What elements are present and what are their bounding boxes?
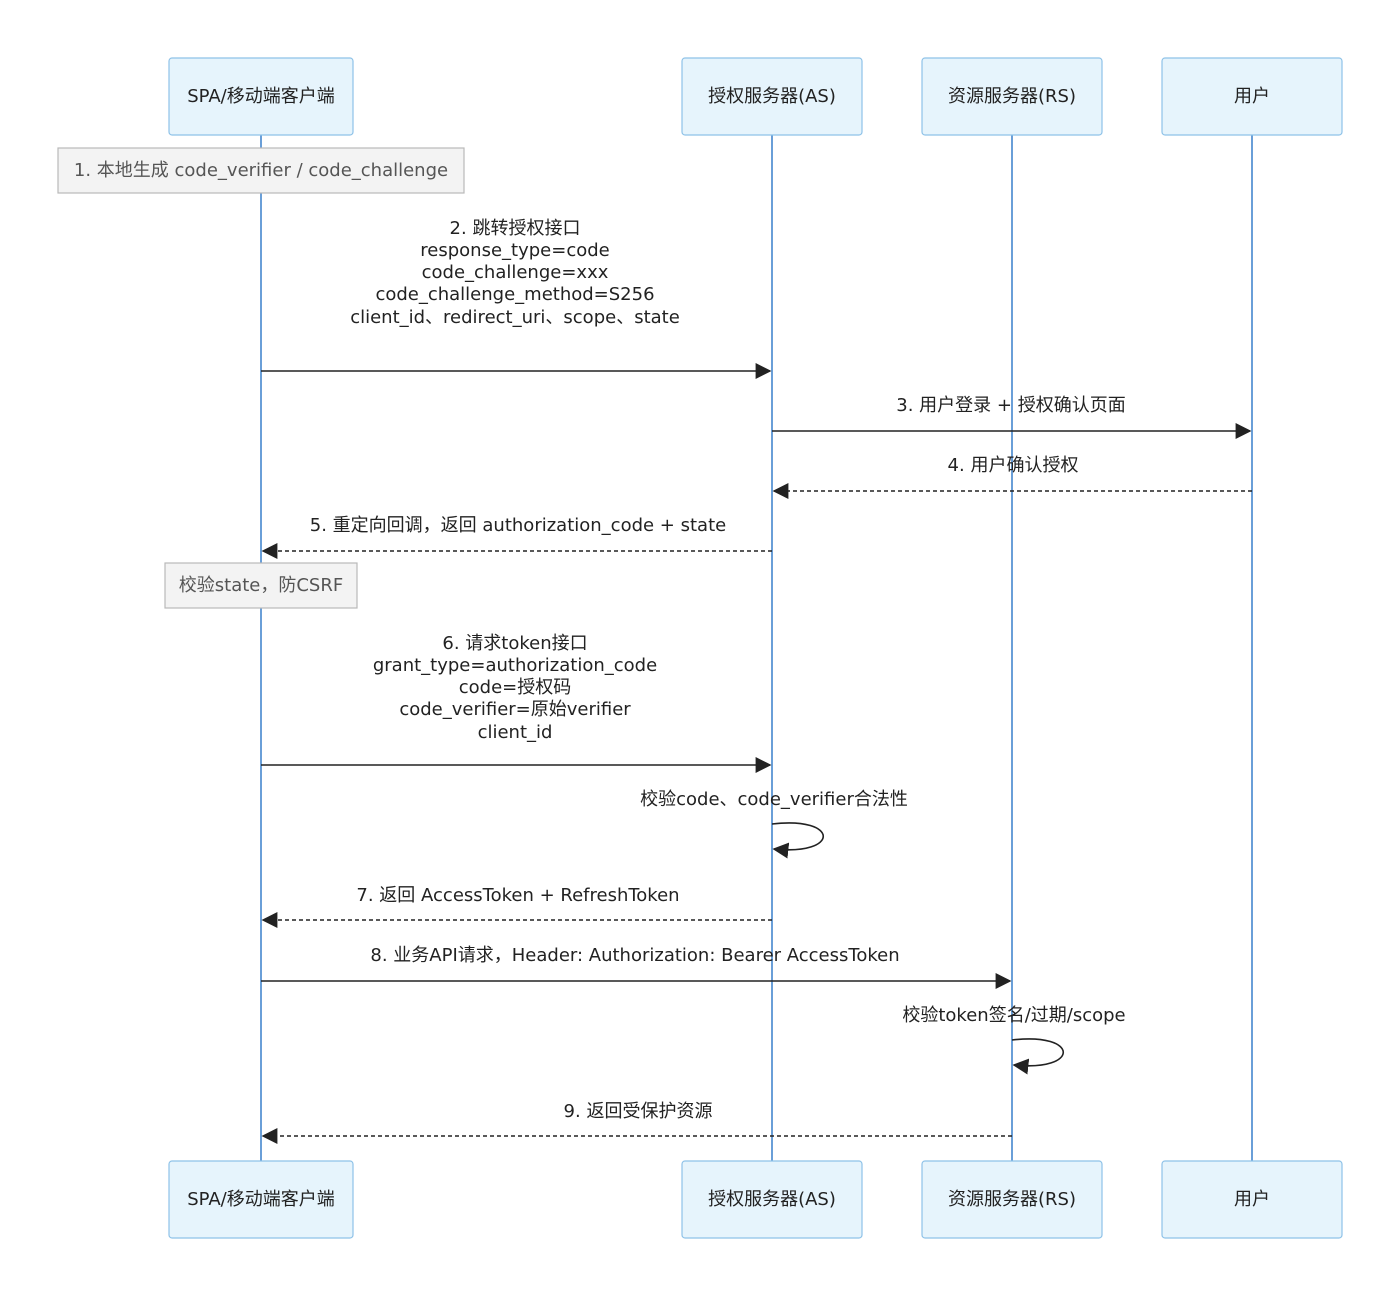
actor-client-bottom: SPA/移动端客户端 [168, 1160, 354, 1239]
svg-text:SPA/移动端客户端: SPA/移动端客户端 [187, 86, 335, 107]
svg-text:用户: 用户 [1234, 1189, 1270, 1210]
svg-text:校验state，防CSRF: 校验state，防CSRF [179, 575, 343, 596]
svg-text:5. 重定向回调，返回 authorization_code: 5. 重定向回调，返回 authorization_code + state [310, 515, 726, 536]
message-2-authorize-request: 2. 跳转授权接口 response_type=code code_challe… [261, 218, 772, 379]
actor-rs-top: 资源服务器(RS) [921, 57, 1103, 136]
svg-text:7. 返回 AccessToken + RefreshTok: 7. 返回 AccessToken + RefreshToken [356, 885, 679, 906]
note-generate-verifier: 1. 本地生成 code_verifier / code_challenge [57, 147, 465, 194]
svg-text:2. 跳转授权接口: 2. 跳转授权接口 [450, 218, 581, 239]
svg-text:3. 用户登录 + 授权确认页面: 3. 用户登录 + 授权确认页面 [896, 395, 1125, 416]
self-message-verify-token: 校验token签名/过期/scope [902, 1005, 1126, 1075]
self-message-verify-code: 校验code、code_verifier合法性 [640, 789, 908, 859]
svg-text:9. 返回受保护资源: 9. 返回受保护资源 [564, 1101, 713, 1122]
svg-text:code_challenge=xxx: code_challenge=xxx [422, 262, 609, 283]
svg-text:code=授权码: code=授权码 [459, 677, 572, 698]
svg-text:授权服务器(AS): 授权服务器(AS) [708, 1189, 836, 1210]
actor-as-bottom: 授权服务器(AS) [681, 1160, 863, 1239]
actor-user-top: 用户 [1161, 57, 1343, 136]
svg-text:grant_type=authorization_code: grant_type=authorization_code [373, 655, 657, 676]
message-6-token-request: 6. 请求token接口 grant_type=authorization_co… [261, 633, 772, 773]
actor-client-top: SPA/移动端客户端 [168, 57, 354, 136]
svg-text:6. 请求token接口: 6. 请求token接口 [442, 633, 587, 654]
actor-user-bottom: 用户 [1161, 1160, 1343, 1239]
svg-text:code_verifier=原始verifier: code_verifier=原始verifier [399, 699, 631, 720]
svg-text:SPA/移动端客户端: SPA/移动端客户端 [187, 1189, 335, 1210]
svg-text:8. 业务API请求，Header: Authorizati: 8. 业务API请求，Header: Authorization: Bearer… [370, 945, 899, 966]
svg-text:response_type=code: response_type=code [420, 240, 609, 261]
message-7-return-tokens: 7. 返回 AccessToken + RefreshToken [261, 885, 772, 928]
actor-as-top: 授权服务器(AS) [681, 57, 863, 136]
svg-text:校验code、code_verifier合法性: 校验code、code_verifier合法性 [640, 789, 908, 810]
actor-rs-bottom: 资源服务器(RS) [921, 1160, 1103, 1239]
svg-text:资源服务器(RS): 资源服务器(RS) [948, 86, 1076, 107]
message-3-login-consent: 3. 用户登录 + 授权确认页面 [772, 395, 1252, 439]
svg-text:授权服务器(AS): 授权服务器(AS) [708, 86, 836, 107]
svg-text:client_id: client_id [478, 722, 553, 743]
message-9-return-resource: 9. 返回受保护资源 [261, 1101, 1012, 1144]
message-5-redirect-callback: 5. 重定向回调，返回 authorization_code + state [261, 515, 772, 559]
svg-text:client_id、redirect_uri、scope、s: client_id、redirect_uri、scope、state [350, 307, 680, 328]
svg-text:资源服务器(RS): 资源服务器(RS) [948, 1189, 1076, 1210]
message-4-user-confirm: 4. 用户确认授权 [772, 455, 1252, 499]
svg-text:code_challenge_method=S256: code_challenge_method=S256 [375, 284, 654, 305]
svg-text:4. 用户确认授权: 4. 用户确认授权 [948, 455, 1079, 476]
note-verify-state: 校验state，防CSRF [164, 562, 358, 609]
message-8-api-request: 8. 业务API请求，Header: Authorization: Bearer… [261, 945, 1012, 989]
svg-text:用户: 用户 [1234, 86, 1270, 107]
svg-text:校验token签名/过期/scope: 校验token签名/过期/scope [902, 1005, 1125, 1026]
svg-text:1. 本地生成 code_verifier / code_c: 1. 本地生成 code_verifier / code_challenge [74, 160, 448, 181]
